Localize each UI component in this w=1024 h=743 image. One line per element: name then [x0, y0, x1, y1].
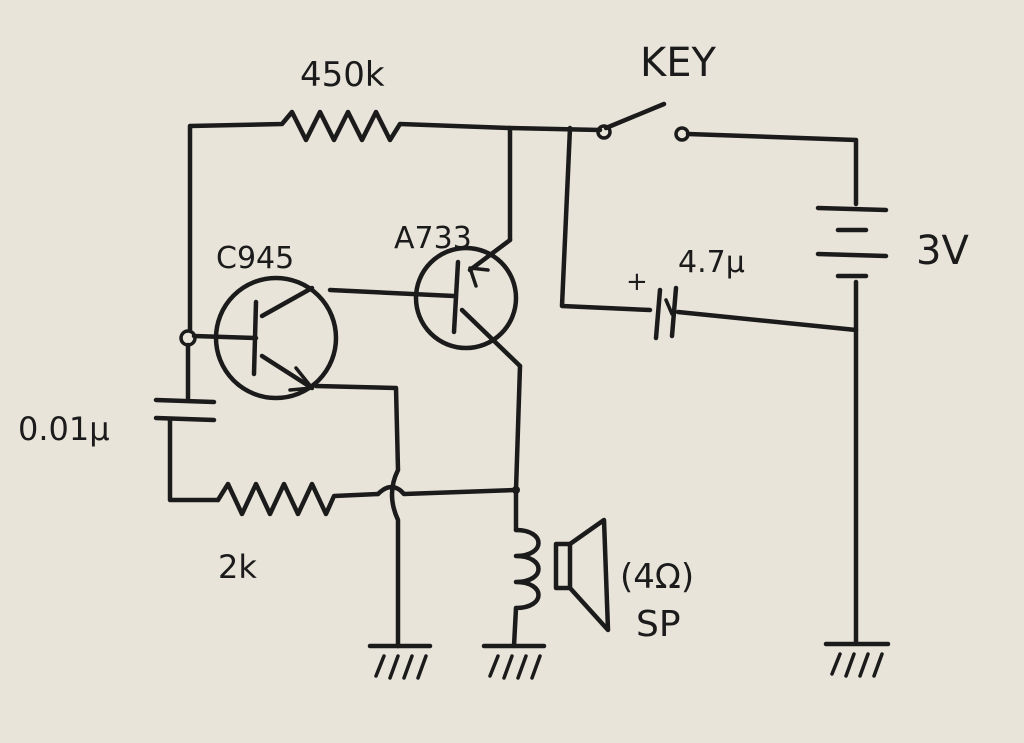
transistor-a733: [327, 127, 523, 493]
ground-icon-1: [367, 643, 433, 680]
resistor-450k: [187, 109, 513, 333]
label-4ohm: (4Ω): [620, 557, 694, 597]
label-2k: 2k: [218, 548, 257, 586]
label-a733: A733: [394, 221, 472, 256]
label-sp: SP: [636, 604, 681, 645]
resistor-2k: [215, 481, 519, 517]
transistor-c945: [191, 275, 339, 401]
ground-icon-2: [481, 643, 547, 680]
label-key: KEY: [640, 40, 717, 86]
label-0-01u: 0.01µ: [18, 410, 110, 448]
label-4-7u: 4.7µ: [678, 245, 745, 280]
speaker-coil: [511, 487, 541, 649]
capacitor-0-01u: [153, 342, 221, 503]
speaker-icon: [553, 517, 611, 633]
label-c945: C945: [216, 241, 294, 276]
ground-icon-3: [823, 641, 891, 678]
capacitor-4-7u: [559, 125, 859, 341]
key-switch: [596, 101, 859, 207]
top-wire: [507, 125, 603, 133]
label-3v: 3V: [916, 228, 969, 274]
battery-3v: [815, 205, 889, 645]
label-450k: 450k: [300, 55, 385, 95]
emitter-wire: [313, 383, 401, 649]
label-plus: +: [626, 267, 648, 297]
